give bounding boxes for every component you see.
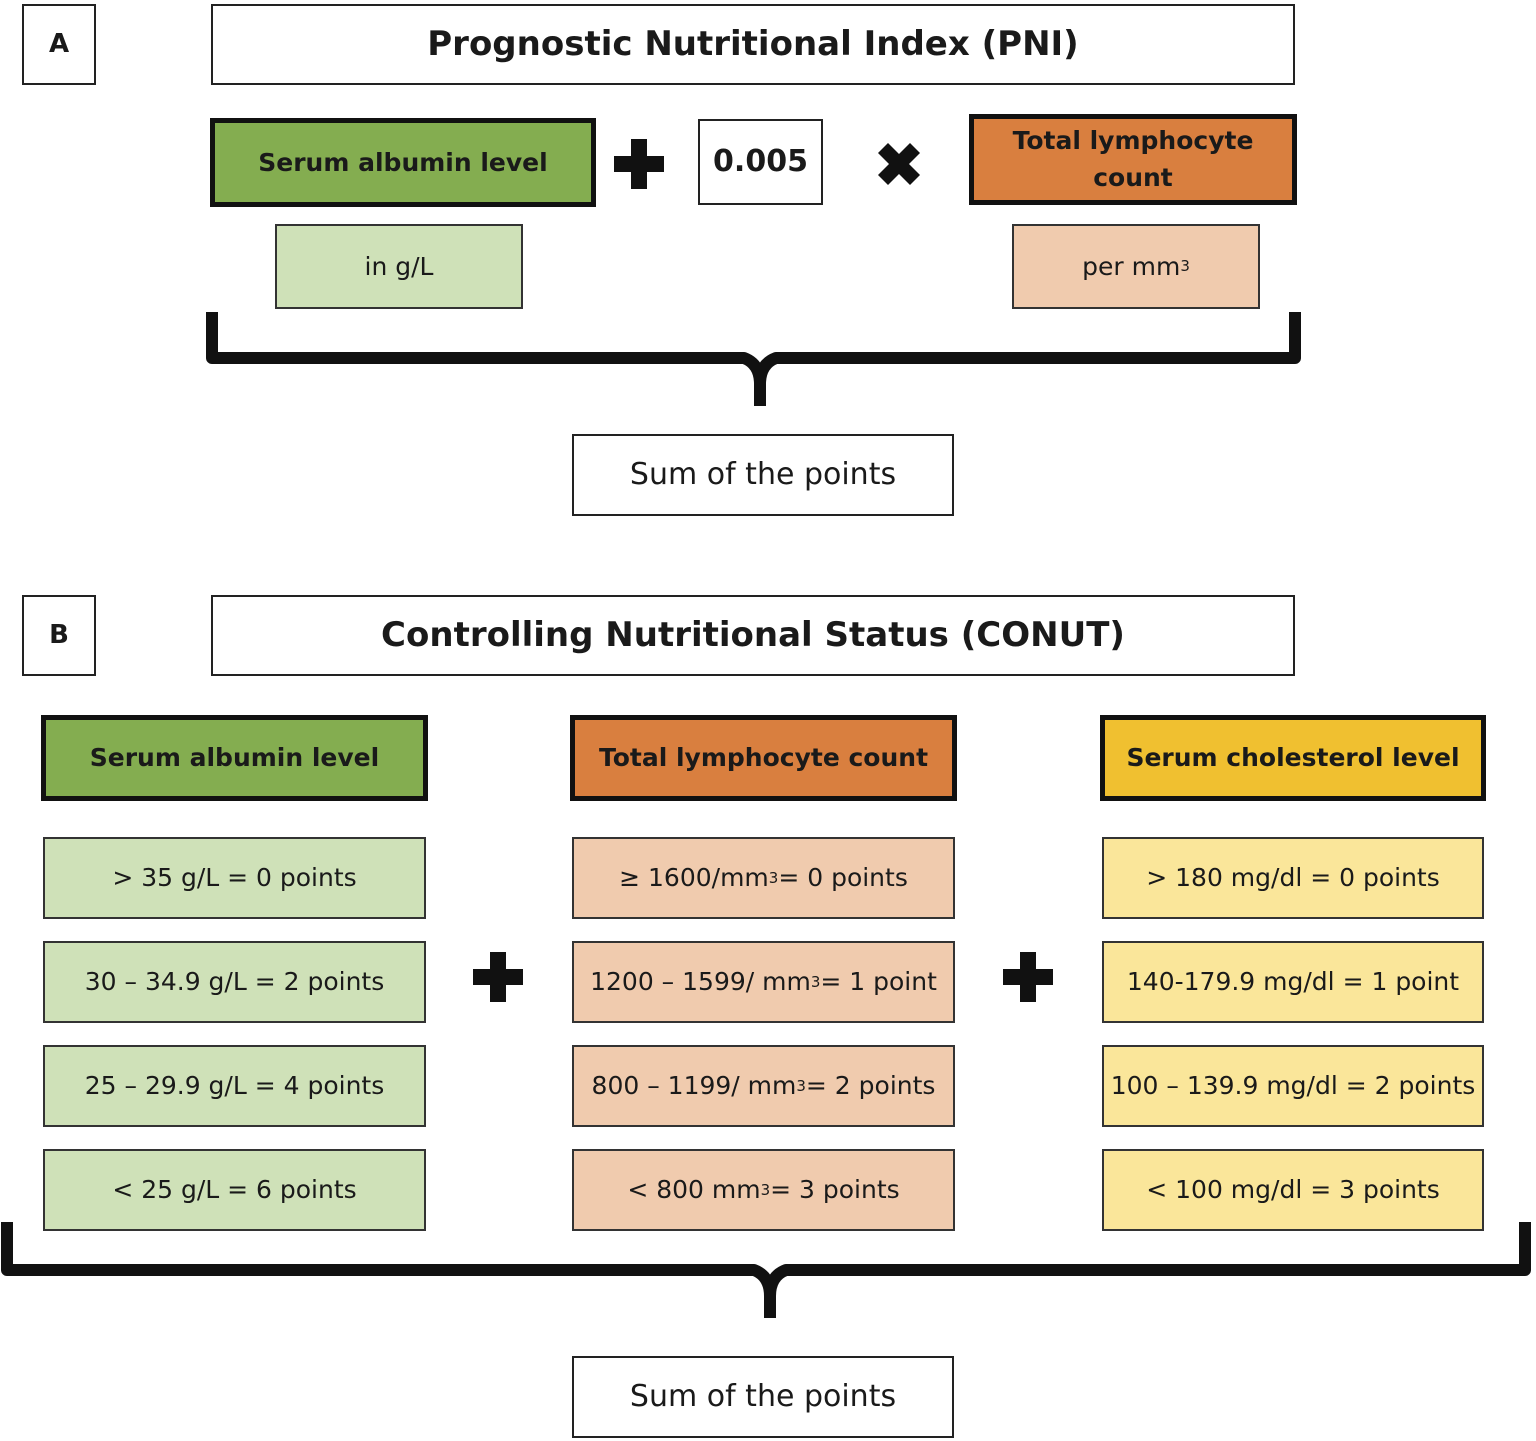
conut-cholesterol-row: > 180 mg/dl = 0 points [1102, 837, 1484, 919]
row-text-post: = 0 points [778, 863, 908, 893]
conut-albumin-header: Serum albumin level [41, 715, 428, 801]
row-text-post: = 1 point [820, 967, 937, 997]
multiply-icon [878, 143, 920, 185]
row-text: 1200 – 1599/ mm [590, 967, 811, 997]
row-sup: 3 [796, 1076, 806, 1095]
pni-sum-box: Sum of the points [572, 434, 954, 516]
pni-lymphocyte-header: Total lymphocyte count [969, 114, 1297, 205]
pni-lymphocyte-header-line1: Total lymphocyte [1012, 126, 1254, 156]
conut-albumin-row: > 35 g/L = 0 points [43, 837, 426, 919]
row-text: 800 – 1199/ mm [591, 1071, 797, 1101]
pni-coefficient: 0.005 [698, 119, 823, 205]
conut-lymphocyte-header: Total lymphocyte count [570, 715, 957, 801]
row-sup: 3 [768, 868, 779, 887]
plus-icon [1003, 952, 1053, 1002]
row-text: ≥ 1600/mm [619, 863, 769, 893]
plus-icon [614, 139, 664, 189]
row-text: < 800 mm [627, 1175, 761, 1205]
conut-albumin-row: 30 – 34.9 g/L = 2 points [43, 941, 426, 1023]
pni-lymphocyte-unit-base: per mm [1082, 251, 1181, 281]
conut-albumin-row: < 25 g/L = 6 points [43, 1149, 426, 1231]
conut-albumin-row: 25 – 29.9 g/L = 4 points [43, 1045, 426, 1127]
row-sup: 3 [810, 972, 821, 991]
pni-lymphocyte-header-line2: count [1093, 162, 1173, 192]
pni-lymphocyte-unit-sup: 3 [1180, 257, 1190, 276]
conut-cholesterol-row: 140-179.9 mg/dl = 1 point [1102, 941, 1484, 1023]
plus-icon [473, 952, 523, 1002]
conut-cholesterol-row: 100 – 139.9 mg/dl = 2 points [1102, 1045, 1484, 1127]
conut-cholesterol-row: < 100 mg/dl = 3 points [1102, 1149, 1484, 1231]
panel-b-label: B [22, 595, 96, 676]
row-text-post: = 2 points [805, 1071, 936, 1101]
conut-title: Controlling Nutritional Status (CONUT) [211, 595, 1295, 676]
pni-albumin-header: Serum albumin level [210, 118, 596, 207]
pni-albumin-unit: in g/L [275, 224, 523, 309]
row-sup: 3 [760, 1180, 771, 1199]
row-text-post: = 3 points [770, 1175, 900, 1205]
conut-cholesterol-header: Serum cholesterol level [1100, 715, 1486, 801]
pni-title: Prognostic Nutritional Index (PNI) [211, 4, 1295, 85]
conut-sum-box: Sum of the points [572, 1356, 954, 1438]
panel-a-label: A [22, 4, 96, 85]
